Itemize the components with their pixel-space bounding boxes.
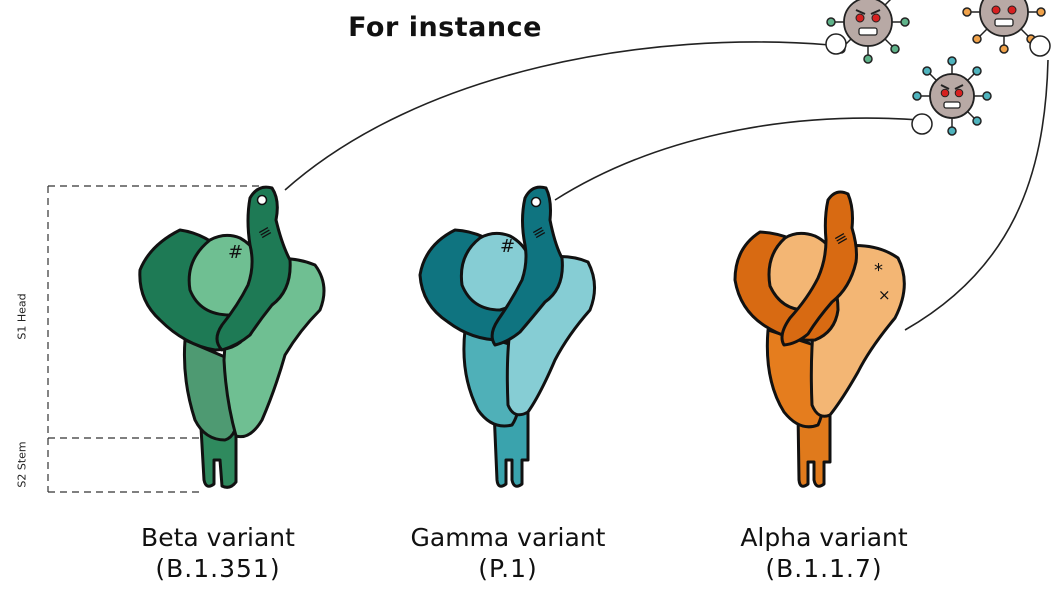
gamma-mark-hash: # <box>500 236 515 257</box>
beta-mark-hash: # <box>228 242 243 263</box>
gamma-variant-code: (P.1) <box>378 554 638 584</box>
alpha-mark-star: * <box>874 260 883 281</box>
s2-stem-label: S2 Stem <box>16 435 29 495</box>
gamma-spike: # ≡ <box>420 187 595 486</box>
beta-variant-code: (B.1.351) <box>88 554 348 584</box>
beta-variant-label: Beta variant (B.1.351) <box>88 522 348 584</box>
alpha-variant-label: Alpha variant (B.1.1.7) <box>694 522 954 584</box>
alpha-variant-name: Alpha variant <box>694 522 954 554</box>
alpha-variant-code: (B.1.1.7) <box>694 554 954 584</box>
s1-head-label: S1 Head <box>16 287 29 347</box>
beta-connector <box>285 42 830 190</box>
virus-teal <box>912 57 991 135</box>
alpha-connector <box>905 60 1048 330</box>
virus-orange <box>963 0 1050 56</box>
heading: For instance <box>300 12 590 43</box>
beta-spike: # ≡ <box>140 187 324 487</box>
virus-green <box>826 0 909 63</box>
alpha-mark-cross: × <box>878 286 891 304</box>
alpha-spike: ≡ * × <box>735 192 904 486</box>
gamma-connector <box>555 118 920 200</box>
beta-variant-name: Beta variant <box>88 522 348 554</box>
gamma-variant-name: Gamma variant <box>378 522 638 554</box>
gamma-variant-label: Gamma variant (P.1) <box>378 522 638 584</box>
